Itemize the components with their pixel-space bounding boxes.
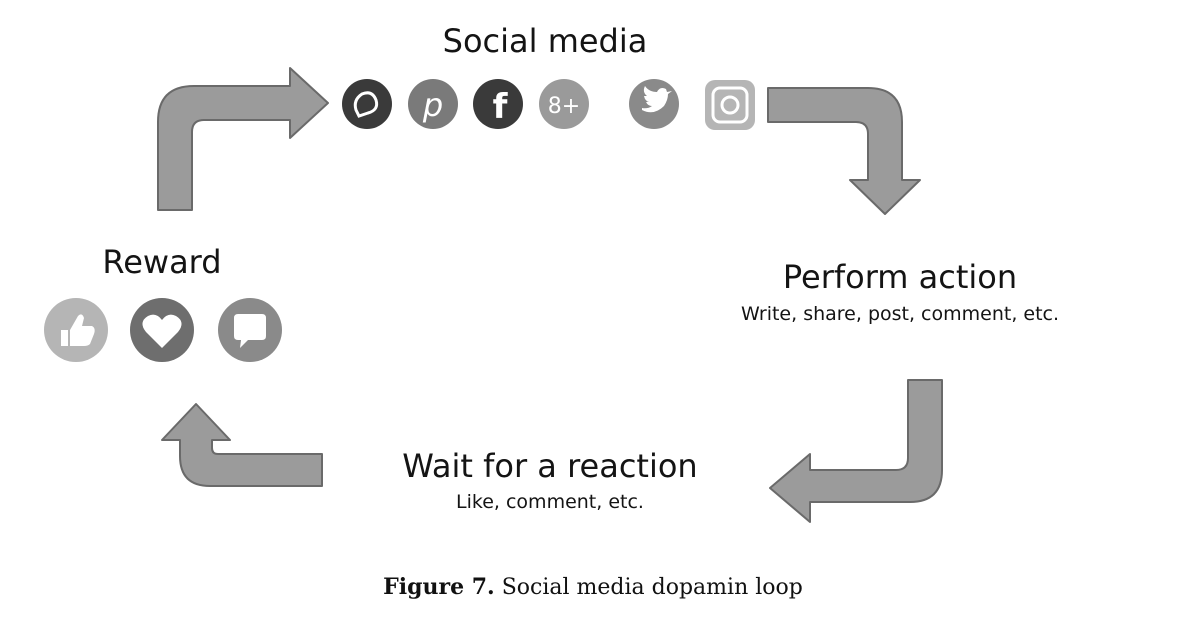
google-plus-icon: 8+ — [539, 79, 589, 129]
dopamine-loop-diagram: Social media p f 8+ Perform action — [44, 22, 1059, 523]
arrow-action-to-wait — [769, 379, 943, 523]
arrow-wait-to-reward — [161, 403, 323, 487]
social-media-title: Social media — [443, 22, 648, 60]
perform-action-title: Perform action — [783, 258, 1017, 296]
twitter-icon — [629, 79, 679, 129]
arrow-reward-to-social — [157, 67, 329, 211]
figure-caption: Figure 7. Social media dopamin loop — [0, 574, 1186, 600]
wait-reaction-title: Wait for a reaction — [402, 447, 697, 485]
figure-caption-label: Figure 7. — [383, 574, 495, 600]
figure-caption-text: Social media dopamin loop — [494, 575, 803, 600]
heart-icon — [130, 298, 194, 362]
svg-text:f: f — [493, 87, 509, 127]
wait-reaction-subtitle: Like, comment, etc. — [456, 491, 644, 513]
facebook-icon: f — [473, 79, 523, 129]
reward-title: Reward — [102, 243, 221, 281]
svg-text:8+: 8+ — [548, 94, 580, 119]
arrow-social-to-action — [767, 87, 921, 215]
thumbs-up-icon — [44, 298, 108, 362]
perform-action-subtitle: Write, share, post, comment, etc. — [741, 303, 1059, 325]
comment-icon — [218, 298, 282, 362]
instagram-icon — [705, 80, 755, 130]
pinterest-icon: p — [408, 79, 458, 129]
social-icons-row: p f 8+ — [342, 79, 755, 130]
whatsapp-icon — [342, 79, 392, 129]
svg-text:p: p — [422, 86, 443, 124]
reward-icons-row — [44, 298, 282, 362]
